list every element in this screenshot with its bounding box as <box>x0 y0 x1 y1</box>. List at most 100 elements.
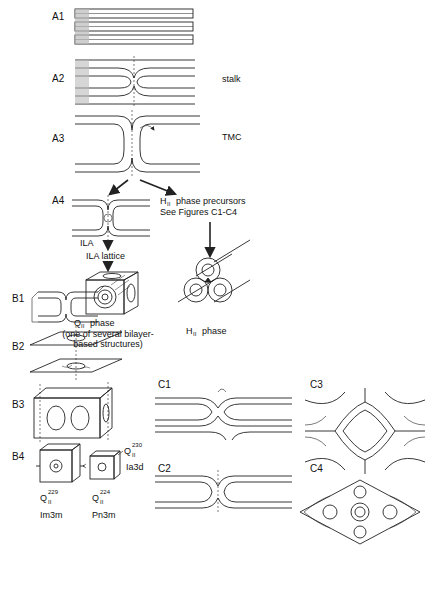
line-art <box>202 264 214 276</box>
figure-label: phase <box>202 326 227 336</box>
line-art <box>75 68 195 78</box>
line-art <box>209 222 211 256</box>
figure-label: B4 <box>12 452 24 462</box>
line-art <box>140 125 154 130</box>
figure-label: C3 <box>310 380 323 390</box>
line-art <box>34 398 100 438</box>
line-art <box>114 451 120 479</box>
line-art <box>343 410 387 452</box>
line-art <box>75 22 193 31</box>
line-art <box>83 464 86 468</box>
figure-label: (one of several bilayer-based structures… <box>58 329 158 349</box>
line-art <box>72 444 80 482</box>
figure-label: A3 <box>52 134 64 144</box>
cubic-phase-cubes <box>36 444 123 482</box>
figure-label: II <box>132 452 135 459</box>
line-art <box>218 389 226 392</box>
line-art <box>72 226 150 236</box>
line-art <box>75 9 89 44</box>
line-art <box>132 110 133 178</box>
line-art <box>155 416 292 426</box>
line-art <box>323 505 337 519</box>
line-art <box>205 278 211 282</box>
line-art <box>355 507 365 517</box>
line-art <box>100 388 112 438</box>
line-art <box>71 298 98 316</box>
figure-label: Ia3d <box>126 462 144 472</box>
line-art <box>224 404 292 420</box>
line-art <box>111 275 130 295</box>
figure-label: Im3m <box>40 510 63 520</box>
line-art <box>305 388 425 474</box>
line-art <box>54 464 58 468</box>
line-art <box>72 206 103 230</box>
hexagonal-phase-tubes <box>178 240 250 302</box>
cubic-cell-box <box>34 382 112 444</box>
line-art <box>178 240 250 302</box>
figure-label: 229 <box>48 489 58 496</box>
line-art <box>36 466 40 467</box>
line-art <box>75 86 195 96</box>
line-art <box>107 242 109 249</box>
figure-label: B1 <box>12 294 24 304</box>
line-art <box>75 124 124 164</box>
flow-arrow <box>110 180 175 194</box>
line-art <box>90 456 114 479</box>
line-art <box>86 280 124 314</box>
figure-label: Q <box>124 446 131 456</box>
line-art <box>140 124 200 164</box>
line-art <box>196 258 220 282</box>
figure-label: ILA lattice <box>86 251 125 261</box>
line-art <box>354 486 366 498</box>
figure-label: phase precursors <box>176 196 246 206</box>
figure-label: A2 <box>52 74 64 84</box>
line-art <box>124 272 138 314</box>
figure-label: II <box>193 331 196 338</box>
line-art <box>38 314 98 322</box>
line-art <box>75 9 193 18</box>
line-art <box>75 13 193 14</box>
line-art <box>75 116 200 130</box>
precursor-lattice <box>305 388 425 474</box>
line-art <box>94 286 116 308</box>
line-art <box>34 388 112 398</box>
line-art <box>40 450 72 482</box>
line-art <box>351 503 369 521</box>
line-art <box>40 444 80 450</box>
line-art <box>38 298 61 316</box>
line-art <box>75 35 193 44</box>
line-art <box>72 200 150 210</box>
line-art <box>224 482 292 502</box>
line-art <box>75 60 89 104</box>
line-art <box>137 76 195 88</box>
line-art <box>134 56 135 108</box>
line-art <box>75 104 195 105</box>
precursor-sketch <box>155 470 292 514</box>
line-art <box>108 195 109 240</box>
figure-label: 224 <box>100 489 110 496</box>
line-art <box>71 406 89 430</box>
stalk-figure <box>75 56 195 108</box>
line-art <box>140 180 175 194</box>
ila-figure <box>72 195 150 240</box>
line-art <box>155 404 212 420</box>
figure-label: C2 <box>158 464 171 474</box>
figure-label: phase <box>90 318 115 328</box>
line-art <box>98 290 112 304</box>
line-art <box>75 60 195 61</box>
line-art <box>155 482 212 502</box>
line-art <box>118 451 123 455</box>
line-art <box>305 416 425 446</box>
line-art <box>300 480 420 544</box>
line-art <box>75 158 200 172</box>
line-art <box>98 463 106 471</box>
line-art <box>32 286 104 322</box>
line-art <box>190 284 202 296</box>
line-art <box>383 505 397 519</box>
precursor-diamond <box>300 480 420 544</box>
figure-label: B3 <box>12 400 24 410</box>
figure-label: H <box>160 196 167 206</box>
figure-label: II <box>167 201 170 208</box>
